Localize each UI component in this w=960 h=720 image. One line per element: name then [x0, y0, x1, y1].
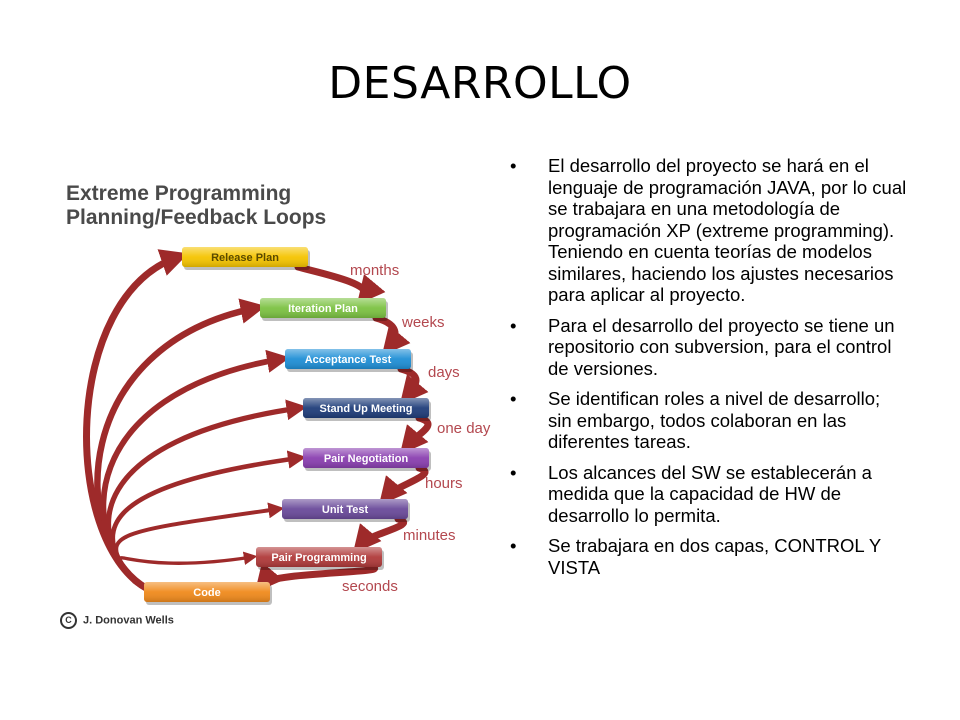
bullet-icon: •: [510, 461, 517, 483]
bullet-icon: •: [510, 155, 517, 176]
copyright-text: J. Donovan Wells: [83, 614, 174, 627]
step-box: Pair Programming: [256, 547, 384, 570]
flow-arrow: [352, 515, 407, 554]
bullet-list: • El desarrollo del proyecto se hará en e…: [508, 155, 908, 587]
flow-arrow: [372, 314, 411, 356]
interval-label: seconds: [342, 578, 398, 595]
step-box: Acceptance Test: [285, 349, 413, 372]
step-label: Unit Test: [322, 504, 369, 516]
interval-label: weeks: [401, 314, 445, 331]
flow-arrow: [399, 414, 432, 455]
step-label: Acceptance Test: [305, 354, 392, 366]
interval-label: months: [350, 262, 399, 279]
step-label: Pair Programming: [271, 552, 366, 564]
bullet-text: Los alcances del SW se establecerán a me…: [548, 461, 872, 526]
feedback-loop-arrow: [117, 551, 258, 584]
step-box: Release Plan: [182, 247, 310, 270]
diagram-title-line2: Planning/Feedback Loops: [66, 206, 327, 229]
step-label: Iteration Plan: [288, 303, 358, 315]
step-label: Stand Up Meeting: [320, 403, 413, 415]
step-label: Code: [193, 587, 221, 599]
step-box: Code: [144, 582, 272, 605]
diagram-title-line1: Extreme Programming: [66, 182, 292, 205]
bullet-item: • Se identifican roles a nivel de desarro…: [508, 388, 908, 453]
bullet-text: Se identifican roles a nivel de desarrol…: [548, 388, 881, 452]
flow-arrow: [254, 562, 379, 593]
bullet-text: Se trabajara en dos capas, CONTROL Y VIS…: [548, 535, 881, 578]
bullet-text: El desarrollo del proyecto se hará en el…: [548, 155, 907, 305]
slide-title: DESARROLLO: [328, 58, 632, 109]
step-box: Iteration Plan: [260, 298, 388, 321]
flow-arrow: [397, 365, 429, 405]
step-box: Stand Up Meeting: [303, 398, 431, 421]
feedback-loop-arrow: [114, 502, 285, 585]
feedback-loop-arrow: [83, 249, 189, 592]
flow-arrow: [294, 263, 386, 305]
copyright-icon: C: [60, 612, 77, 629]
interval-label: days: [428, 364, 460, 381]
step-label: Pair Negotiation: [324, 453, 409, 465]
interval-label: hours: [425, 475, 463, 492]
step-label: Release Plan: [211, 252, 279, 264]
step-box: Unit Test: [282, 499, 410, 522]
bullet-item: • El desarrollo del proyecto se hará en e…: [508, 155, 908, 306]
bullet-icon: •: [510, 535, 517, 556]
step-box: Pair Negotiation: [303, 448, 431, 471]
flow-arrow: [378, 464, 429, 506]
bullet-icon: •: [510, 314, 517, 336]
interval-label: one day: [437, 420, 491, 437]
xp-diagram: Extreme Programming Planning/Feedback Lo…: [42, 172, 512, 642]
bullet-item: • Los alcances del SW se establecerán a m…: [508, 462, 908, 527]
bullet-item: • Para el desarrollo del proyecto se tien…: [508, 315, 908, 380]
diagram-copyright: C J. Donovan Wells: [60, 612, 174, 629]
interval-label: minutes: [403, 527, 456, 544]
bullet-text: Para el desarrollo del proyecto se tiene…: [548, 314, 895, 379]
bullet-item: • Se trabajara en dos capas, CONTROL Y VI…: [508, 535, 908, 578]
bullet-icon: •: [510, 388, 517, 409]
